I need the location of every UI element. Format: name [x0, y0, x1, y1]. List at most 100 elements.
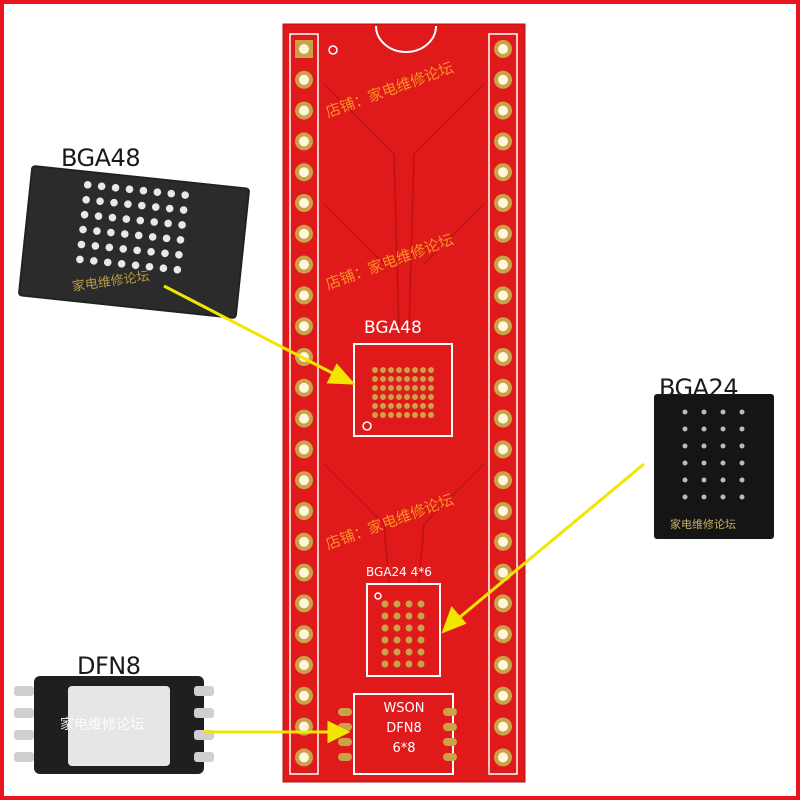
bga48-pad — [388, 394, 394, 400]
pin-hole — [498, 352, 508, 362]
pin-hole — [299, 567, 309, 578]
solder-ball — [701, 426, 707, 432]
solder-ball — [139, 186, 148, 195]
pin-hole — [498, 136, 508, 147]
dfn8-label: DFN8 — [77, 652, 141, 680]
bga48-pad — [404, 385, 410, 391]
solder-ball — [151, 203, 160, 211]
pin-hole — [498, 629, 508, 640]
solder-ball — [739, 443, 745, 449]
bga48-pad — [412, 412, 418, 418]
bga48-pad — [428, 376, 434, 382]
bga24-pad — [381, 624, 389, 632]
bga48-pad — [380, 376, 386, 382]
solder-ball — [150, 218, 159, 226]
solder-ball — [131, 261, 140, 270]
solder-ball — [94, 212, 103, 220]
pin-hole — [299, 660, 309, 670]
solder-ball — [165, 204, 174, 213]
silk-size: 6*8 — [392, 741, 416, 756]
pin-hole — [498, 228, 508, 239]
silk-dfn8: DFN8 — [386, 721, 422, 736]
pin-hole — [498, 259, 508, 270]
pin-hole — [498, 74, 508, 85]
pin-hole — [299, 105, 309, 116]
bga24-pad — [393, 648, 401, 656]
bga48-pad — [404, 376, 410, 382]
solder-ball — [164, 219, 172, 228]
bga24-pad — [417, 624, 425, 632]
bga48-pad — [388, 403, 394, 409]
bga48-pad — [372, 385, 378, 391]
bga48-pad — [372, 376, 378, 382]
pin-hole — [299, 475, 309, 486]
solder-ball — [138, 201, 146, 210]
bga48-pad — [372, 367, 378, 373]
bga48-chip — [18, 165, 250, 319]
bga48-pad — [396, 367, 402, 373]
solder-ball — [153, 188, 162, 196]
bga48-pad — [420, 367, 426, 373]
solder-ball — [124, 200, 132, 208]
silk-bga48: BGA48 — [364, 318, 422, 338]
pin-hole — [498, 167, 508, 178]
pin-hole — [299, 198, 309, 208]
dfn-lead — [14, 730, 34, 740]
bga24-label: BGA24 — [659, 374, 739, 402]
solder-ball — [133, 246, 141, 255]
bga24-footprint — [366, 583, 441, 677]
pcb-board — [282, 23, 526, 783]
solder-ball — [107, 228, 115, 237]
bga24-pad — [405, 636, 413, 644]
bga24-pad — [405, 660, 413, 668]
solder-ball — [682, 426, 688, 432]
pcb-adapter-illustration — [14, 23, 774, 783]
bga24-pad — [381, 600, 389, 608]
bga48-pad — [396, 376, 402, 382]
solder-ball — [167, 189, 176, 198]
bga48-pad — [372, 403, 378, 409]
bga48-label: BGA48 — [61, 144, 141, 172]
bga48-pad — [396, 394, 402, 400]
bga24-pad — [405, 624, 413, 632]
pin-hole — [299, 444, 309, 455]
bga48-pad — [388, 376, 394, 382]
solder-ball — [82, 195, 90, 204]
wson-pad — [338, 708, 352, 716]
solder-ball — [173, 265, 182, 274]
bga24-pad — [393, 624, 401, 632]
bga48-pad — [420, 394, 426, 400]
pcb-traces — [323, 83, 485, 585]
solder-ball — [110, 198, 118, 207]
solder-ball — [181, 191, 189, 199]
pin-hole — [498, 413, 508, 424]
pin-hole — [498, 567, 508, 578]
bga48-pad — [388, 412, 394, 418]
bga48-pad — [380, 385, 386, 391]
bga24-pad — [417, 636, 425, 644]
bga24-pad — [417, 612, 425, 620]
solder-ball — [97, 182, 106, 191]
solder-ball — [720, 443, 726, 449]
pin-hole — [299, 413, 309, 424]
dfn-lead — [194, 752, 214, 762]
bga48-pad — [380, 403, 386, 409]
solder-ball — [147, 248, 155, 256]
solder-ball — [96, 197, 104, 206]
dfn8-chip — [14, 676, 214, 774]
dfn-lead — [194, 708, 214, 718]
bga24-pad — [405, 612, 413, 620]
pin-hole — [498, 506, 508, 516]
pin-hole — [498, 44, 508, 54]
bga24-pad — [405, 600, 413, 608]
pin-hole — [498, 321, 508, 332]
bga48-pad — [388, 385, 394, 391]
solder-ball — [134, 231, 143, 240]
solder-ball — [77, 240, 86, 249]
solder-ball — [83, 181, 92, 189]
bga48-pad — [404, 367, 410, 373]
solder-ball — [739, 477, 745, 483]
bga48-pad — [412, 403, 418, 409]
bga24-pad — [393, 600, 401, 608]
